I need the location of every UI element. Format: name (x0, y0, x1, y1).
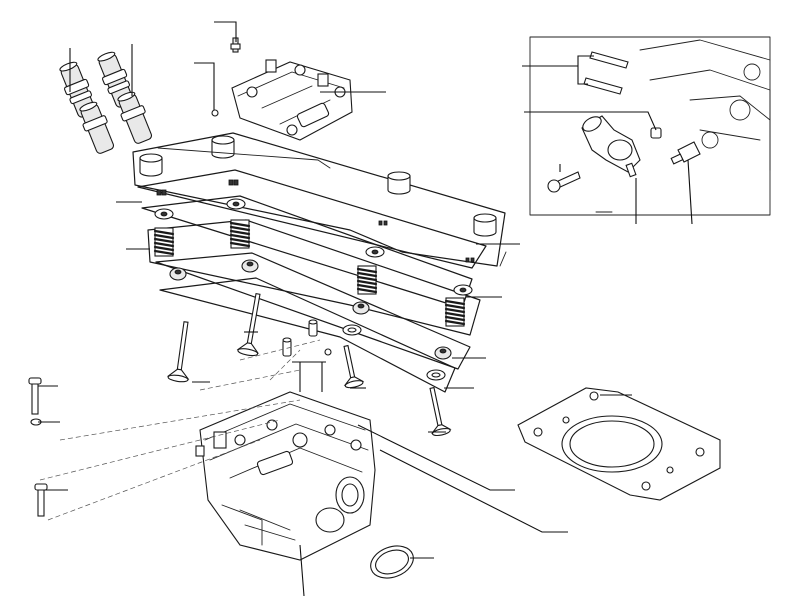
leader-lines (38, 21, 693, 597)
stud-bolt (547, 171, 581, 193)
stud-bolt (28, 377, 42, 415)
head-gasket (517, 387, 721, 501)
coolant-outlet-fitting (581, 115, 641, 178)
valve-stem-seal (169, 259, 452, 360)
dowel-pin (211, 109, 219, 117)
inset-panel (529, 36, 771, 216)
valve-collet (156, 179, 475, 263)
camshaft-carrier (231, 59, 353, 141)
spring-retainer (154, 198, 473, 296)
exhaust-valve (343, 344, 452, 437)
intake-valve (166, 293, 261, 383)
washer (650, 127, 662, 139)
temperature-sensor (670, 141, 701, 165)
tappet-plane (132, 132, 506, 267)
collet-plane (137, 169, 487, 269)
valve-spring (153, 219, 466, 327)
cylinder-head (195, 391, 376, 561)
stud-bolt (34, 483, 48, 517)
spring-seat-washer (342, 324, 446, 381)
washer-plane (159, 277, 456, 393)
valve-guide (59, 51, 153, 154)
alignment-lines (39, 339, 321, 521)
stud-bolt (583, 51, 629, 95)
tappet-bucket (139, 135, 497, 237)
dowel-pin (282, 319, 332, 357)
seal-plane (155, 252, 471, 370)
exhaust-gasket-ring (370, 545, 414, 579)
connector-lines (157, 147, 613, 267)
retainer-plane (141, 195, 473, 309)
